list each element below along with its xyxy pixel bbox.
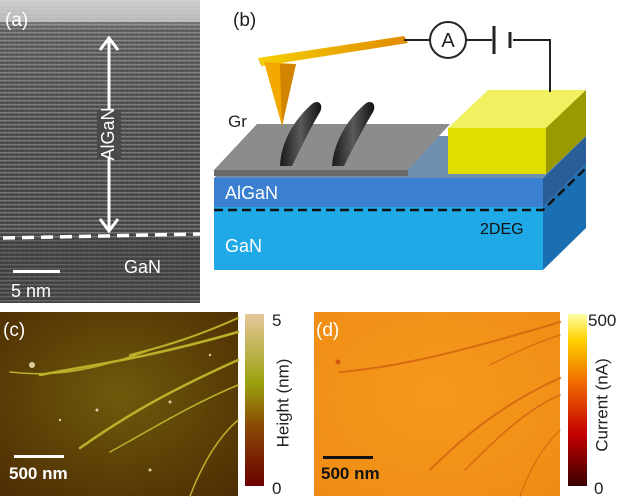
panel-d-scalebar-label: 500 nm [321,464,380,483]
panel-d-scalebar [323,456,373,459]
current-colorbar-min: 0 [594,479,603,497]
panel-d-label: (d) [316,320,339,341]
panel-a-gan-label: GaN [124,257,161,277]
height-colorbar-max: 5 [272,311,281,330]
panel-b-algan-label: AlGaN [225,183,278,203]
contact-front [448,128,546,174]
current-colorbar-label: Current (nA) [592,358,611,452]
gan-block-front [214,207,543,270]
panel-b-graphene-label: Gr [228,112,247,131]
battery-icon [492,26,512,54]
interface-line [2,232,201,240]
wrinkle-1 [280,101,322,166]
panel-a-label: (a) [5,10,28,31]
wrinkle-2 [332,101,375,166]
panel-a: (a) AlGaN GaN 5 nm [0,0,201,303]
panel-b-2deg-label: 2DEG [480,221,524,238]
ammeter-circle [429,21,467,59]
height-map-wrinkles [9,317,240,497]
panel-c-scalebar-label: 500 nm [9,464,68,483]
height-colorbar-label: Height (nm) [273,359,292,448]
current-colorbar [568,314,587,486]
algan-block-front [214,178,543,207]
contact-side [546,90,586,174]
current-map [314,312,560,496]
ammeter-label: A [441,30,455,52]
current-map-wrinkles [339,321,561,497]
panel-d: (d) 500 nm 500 0 Current (nA) [314,311,616,497]
panel-b-gan-label: GaN [225,236,262,256]
height-colorbar-min: 0 [272,479,281,497]
circuit-wires [404,39,551,92]
afm-cantilever [258,36,408,66]
2deg-line [214,167,587,212]
panel-c-scalebar [14,455,64,458]
contact-top [448,90,586,128]
gan-block-side [543,164,586,270]
panel-a-algan-label: AlGaN [98,107,118,160]
panel-b: (b) AlGaN GaN 2DEG Gr [214,10,587,270]
height-colorbar [245,314,264,486]
graphene-sheet [214,124,450,170]
current-colorbar-max: 500 [588,311,616,330]
panel-a-scalebar [13,270,60,273]
panel-c-label: (c) [3,320,25,341]
panel-c: (c) 500 nm 5 0 Height (nm) [0,311,292,497]
panel-a-scalebar-label: 5 nm [11,281,51,301]
panel-b-label: (b) [233,10,256,31]
algan-block-side [543,136,586,207]
